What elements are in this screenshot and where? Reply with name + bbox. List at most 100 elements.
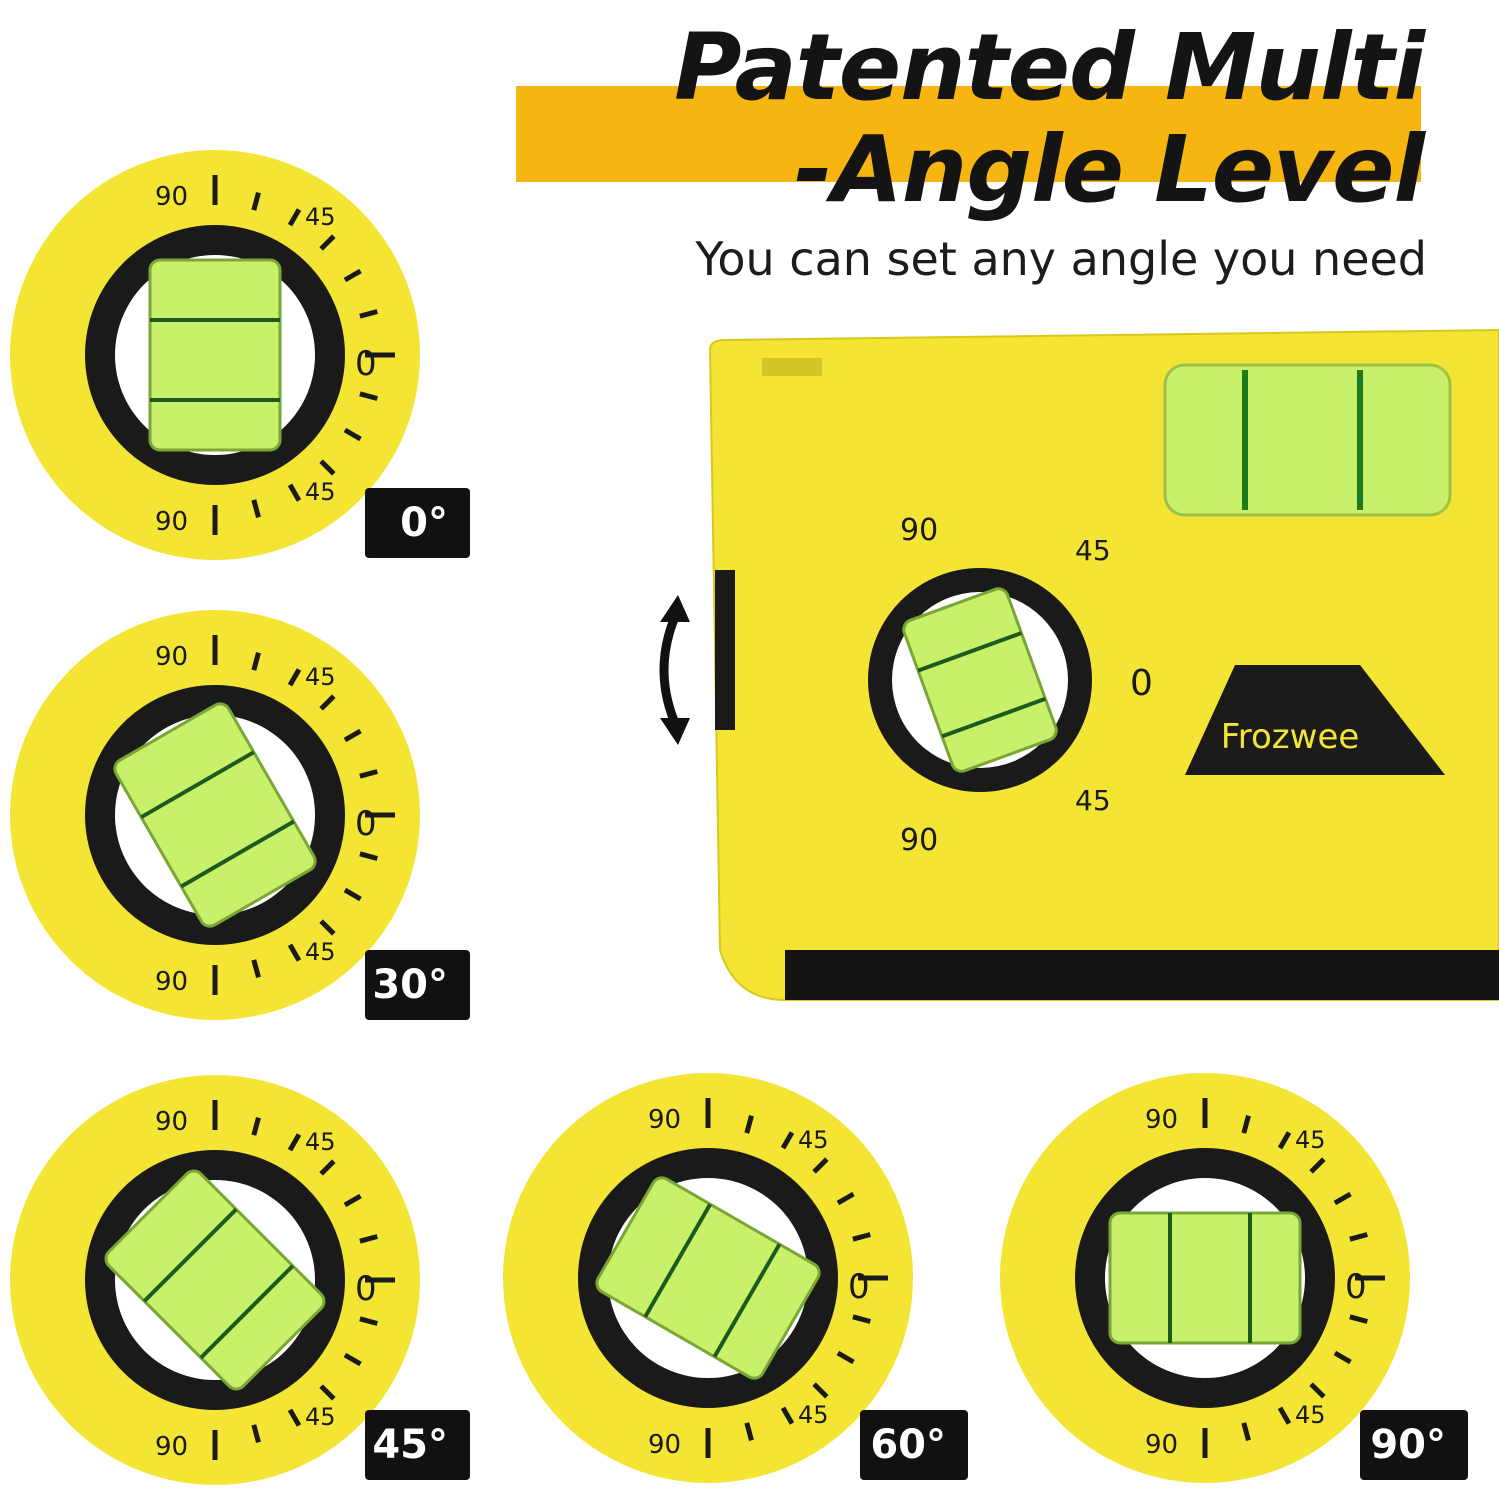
dial-tick: [1241, 1422, 1251, 1441]
dial-30-vial: [113, 702, 317, 928]
dial-tick: [251, 1117, 261, 1136]
angle-badge-30: 30°: [365, 950, 470, 1020]
dial-60-top-label: 90: [648, 1105, 681, 1135]
dial-0-top-label: 90: [155, 182, 188, 212]
headline-highlight-bar: [516, 86, 1421, 182]
dial-tick: [359, 1234, 378, 1244]
level-product: Frozwee 0 90 90 45 45: [640, 310, 1499, 1014]
dial-tick: [359, 851, 378, 861]
dial-tick: [780, 1406, 795, 1425]
dial-tick: [319, 1384, 336, 1401]
dial-tick: [287, 1408, 302, 1427]
dial-tick: [287, 668, 302, 687]
dial-tick: [852, 1314, 871, 1324]
dial-tick: [319, 694, 336, 711]
dial-90-mid-bottom-label: 45: [1295, 1401, 1326, 1429]
dial-tick: [251, 192, 261, 211]
dial-tick: [836, 1191, 855, 1206]
dial-90-zero-label: 0: [1345, 1267, 1367, 1307]
dial-tick: [319, 234, 336, 251]
dial-tick: [1349, 1232, 1368, 1242]
dial-30-mid-top-label: 45: [305, 663, 336, 691]
dial-tick: [359, 391, 378, 401]
rotate-arrow-icon: [659, 595, 690, 745]
dial-30-bottom-label: 90: [155, 967, 188, 997]
dial-30-mid-bottom-label: 45: [305, 938, 336, 966]
dial-tick: [1333, 1350, 1352, 1365]
dial-30: 0 90 90 45 45: [5, 605, 425, 1025]
dial-60: 0 90 90 45 45: [498, 1068, 918, 1488]
main-dial-zero-label: 0: [1130, 663, 1153, 704]
dial-0: 0 90 90 45 45: [5, 145, 425, 565]
brand-label: Frozwee: [1221, 717, 1360, 757]
subtitle: You can set any angle you need: [695, 232, 1427, 286]
dial-90-mid-top-label: 45: [1295, 1126, 1326, 1154]
dial-tick: [343, 268, 362, 283]
dial-60-mid-bottom-label: 45: [798, 1401, 829, 1429]
dial-60-vial: [595, 1176, 821, 1380]
dial-60-bottom-label: 90: [648, 1430, 681, 1460]
main-dial-mid-top-label: 45: [1075, 534, 1111, 567]
dial-45-top-label: 90: [155, 1107, 188, 1137]
dial-tick: [1277, 1131, 1292, 1150]
dial-tick: [251, 499, 261, 518]
main-dial-top-label: 90: [900, 513, 938, 548]
dial-30-top-label: 90: [155, 642, 188, 672]
dial-tick: [251, 1424, 261, 1443]
dial-0-bottom-label: 90: [155, 507, 188, 537]
dial-0-vial: [148, 258, 282, 452]
dial-tick: [359, 769, 378, 779]
dial-30-zero-label: 0: [355, 804, 377, 844]
dial-90: 0 90 90 45 45: [995, 1068, 1415, 1488]
dial-45-vial: [104, 1169, 326, 1391]
dial-tick: [1309, 1157, 1326, 1174]
main-dial-bottom-label: 90: [900, 823, 938, 858]
angle-badge-0: 0°: [365, 488, 470, 558]
dial-tick: [852, 1232, 871, 1242]
dial-tick: [343, 1352, 362, 1367]
dial-tick: [359, 309, 378, 319]
dial-tick: [780, 1131, 795, 1150]
dial-tick: [744, 1422, 754, 1441]
dial-0-mid-top-label: 45: [305, 203, 336, 231]
dial-tick: [287, 943, 302, 962]
dial-tick: [287, 483, 302, 502]
dial-90-bottom-label: 90: [1145, 1430, 1178, 1460]
dial-60-mid-top-label: 45: [798, 1126, 829, 1154]
dial-tick: [343, 427, 362, 442]
dial-tick: [287, 1133, 302, 1152]
dial-tick: [744, 1115, 754, 1134]
dial-tick: [1333, 1191, 1352, 1206]
dial-tick: [319, 919, 336, 936]
dial-tick: [836, 1350, 855, 1365]
dial-tick: [343, 1193, 362, 1208]
dial-0-zero-label: 0: [355, 344, 377, 384]
angle-badge-45: 45°: [365, 1410, 470, 1480]
dial-45-mid-bottom-label: 45: [305, 1403, 336, 1431]
dial-tick: [319, 459, 336, 476]
dial-tick: [812, 1157, 829, 1174]
dial-tick: [343, 887, 362, 902]
dial-tick: [343, 728, 362, 743]
dial-tick: [287, 208, 302, 227]
dial-0-mid-bottom-label: 45: [305, 478, 336, 506]
dial-tick: [319, 1159, 336, 1176]
dial-45: 0 90 90 45 45: [5, 1070, 425, 1490]
headline-line-2: -Angle Level: [794, 116, 1425, 223]
dial-tick: [1277, 1406, 1292, 1425]
dial-tick: [1349, 1314, 1368, 1324]
dial-tick: [359, 1316, 378, 1326]
dial-45-mid-top-label: 45: [305, 1128, 336, 1156]
dial-tick: [1241, 1115, 1251, 1134]
dial-90-top-label: 90: [1145, 1105, 1178, 1135]
dial-45-zero-label: 0: [355, 1269, 377, 1309]
headline-line-1: Patented Multi: [674, 14, 1425, 121]
dial-tick: [251, 959, 261, 978]
dial-tick: [251, 652, 261, 671]
dial-tick: [812, 1382, 829, 1399]
angle-badge-60: 60°: [860, 1410, 968, 1480]
main-dial-mid-bottom-label: 45: [1075, 784, 1111, 817]
dial-60-zero-label: 0: [848, 1267, 870, 1307]
dial-45-bottom-label: 90: [155, 1432, 188, 1462]
dial-tick: [1309, 1382, 1326, 1399]
